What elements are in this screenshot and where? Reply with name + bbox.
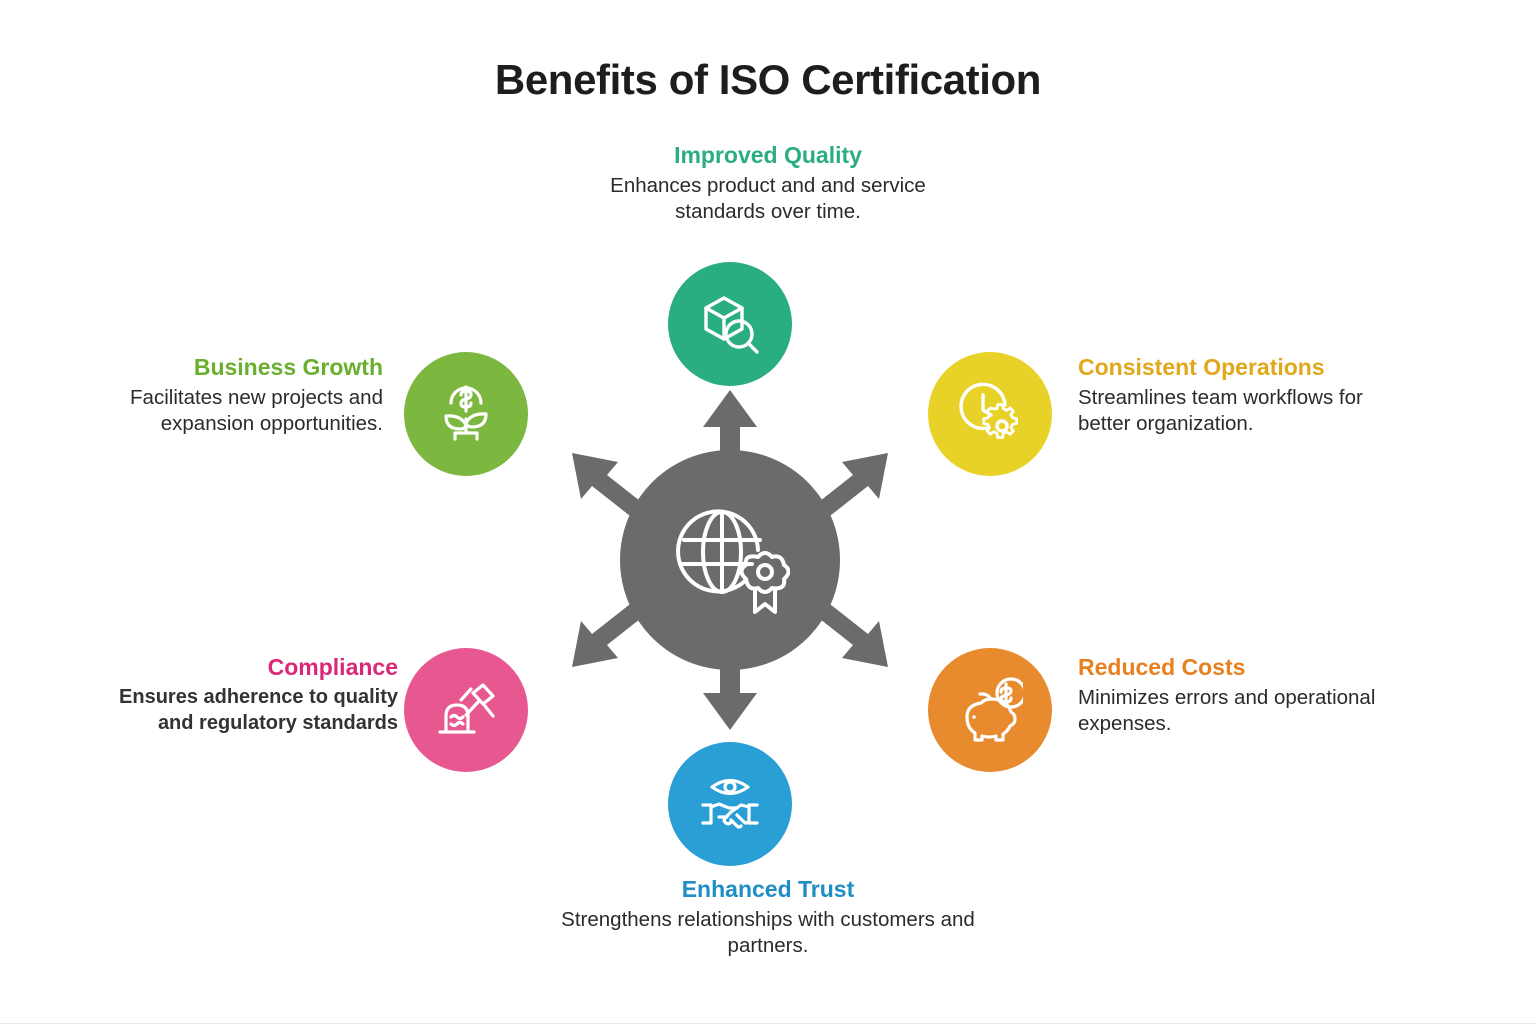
node-icon-enhanced-trust[interactable]: [668, 742, 792, 866]
cube-search-icon: [704, 296, 759, 354]
label-business-growth: Business Growth Facilitates new projects…: [98, 354, 383, 437]
body-reduced-costs: Minimizes errors and operational expense…: [1078, 686, 1376, 736]
node-icon-reduced-costs[interactable]: [928, 648, 1052, 772]
label-compliance: Compliance Ensures adherence to quality …: [118, 654, 398, 736]
label-reduced-costs: Reduced Costs Minimizes errors and opera…: [1078, 654, 1418, 737]
label-enhanced-trust: Enhanced Trust Strengthens relationships…: [538, 876, 998, 959]
globe-certificate-icon: [676, 509, 790, 614]
page-title: Benefits of ISO Certification: [494, 56, 1042, 103]
body-consistent-operations: Streamlines team workflows for better or…: [1078, 386, 1363, 436]
heading-enhanced-trust: Enhanced Trust: [681, 876, 855, 902]
heading-consistent-operations: Consistent Operations: [1078, 354, 1325, 380]
body-compliance: Ensures adherence to quality and regulat…: [119, 686, 398, 734]
body-enhanced-trust: Strengthens relationships with customers…: [561, 908, 975, 958]
node-icon-business-growth[interactable]: [404, 352, 528, 476]
heading-business-growth: Business Growth: [193, 354, 383, 380]
label-improved-quality: Improved Quality Enhances product and an…: [568, 142, 968, 225]
gavel-document-icon: [438, 683, 495, 734]
node-icon-consistent-operations[interactable]: [928, 352, 1052, 476]
heading-compliance: Compliance: [267, 654, 398, 680]
center-hub: [620, 450, 840, 670]
body-business-growth: Facilitates new projects and expansion o…: [130, 386, 383, 436]
body-improved-quality: Enhances product and and service standar…: [610, 174, 926, 224]
plant-money-icon: [444, 385, 488, 441]
clock-gear-icon: [959, 382, 1018, 439]
eye-handshake-icon: [701, 778, 759, 829]
heading-reduced-costs: Reduced Costs: [1078, 654, 1246, 680]
piggy-bank-icon: [965, 677, 1023, 742]
node-icon-improved-quality[interactable]: [668, 262, 792, 386]
label-consistent-operations: Consistent Operations Streamlines team w…: [1078, 354, 1418, 437]
node-icon-compliance[interactable]: [404, 648, 528, 772]
heading-improved-quality: Improved Quality: [674, 142, 862, 168]
